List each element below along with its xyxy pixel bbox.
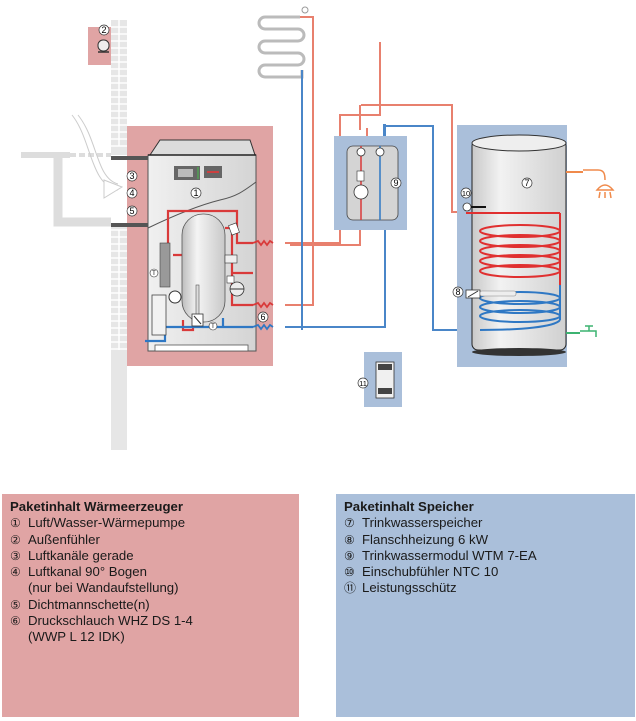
legend-item: ⑤ Dichtmannschette(n) bbox=[10, 597, 291, 613]
item-number: ⑧ bbox=[344, 532, 355, 547]
flow-meter bbox=[159, 242, 171, 288]
item-number: ⑩ bbox=[344, 565, 355, 580]
item-text: Luftkanal 90° Bogen (nur bei Wandaufstel… bbox=[28, 564, 179, 596]
legend-item: ④ Luftkanal 90° Bogen (nur bei Wandaufste… bbox=[10, 564, 291, 597]
svg-text:9: 9 bbox=[393, 178, 398, 188]
power-contactor bbox=[364, 352, 402, 407]
shower-icon bbox=[583, 169, 615, 199]
callout-3: 3 bbox=[126, 170, 138, 182]
legend-item: ⑧ Flanschheizung 6 kW bbox=[344, 532, 627, 548]
item-number: ① bbox=[10, 516, 21, 531]
svg-text:8: 8 bbox=[455, 287, 460, 297]
buffer-tank bbox=[181, 213, 226, 323]
outdoor-sensor-icon bbox=[97, 39, 110, 52]
floor-heating-coil bbox=[257, 6, 309, 330]
installation-diagram: 2 1 3 4 5 6 7 8 9 10 11 T T bbox=[21, 6, 615, 450]
svg-text:5: 5 bbox=[129, 206, 134, 216]
item-number: ③ bbox=[10, 548, 21, 563]
storage-tank bbox=[457, 125, 583, 367]
immersion-sensor-icon bbox=[462, 202, 472, 212]
callout-7: 7 bbox=[521, 177, 533, 189]
item-text: Druckschlauch WHZ DS 1-4 (WWP L 12 IDK) bbox=[28, 613, 193, 645]
callout-1: 1 bbox=[190, 187, 202, 199]
air-duct bbox=[21, 114, 149, 227]
svg-text:3: 3 bbox=[129, 171, 134, 181]
svg-text:11: 11 bbox=[359, 379, 367, 388]
svg-text:T: T bbox=[211, 324, 215, 330]
callout-5: 5 bbox=[126, 205, 138, 217]
item-text: Trinkwasserspeicher bbox=[362, 515, 483, 531]
connection-hoses bbox=[252, 239, 274, 331]
svg-text:T: T bbox=[152, 271, 156, 277]
legend-item: ② Außenfühler bbox=[10, 532, 291, 548]
legend-heat-generator: Paketinhalt Wärmeerzeuger ① Luft/Wasser-W… bbox=[2, 494, 299, 717]
item-text: Luft/Wasser-Wärmepumpe bbox=[28, 515, 186, 531]
item-number: ⑦ bbox=[344, 516, 355, 531]
item-number: ⑥ bbox=[10, 614, 21, 629]
svg-text:1: 1 bbox=[193, 188, 198, 198]
item-number: ⑪ bbox=[344, 581, 357, 596]
legend-item: ⑪ Leistungsschütz bbox=[344, 580, 627, 596]
item-text: Leistungsschütz bbox=[362, 580, 457, 596]
legend-item: ⑥ Druckschlauch WHZ DS 1-4 (WWP L 12 IDK) bbox=[10, 613, 291, 646]
callout-8: 8 bbox=[452, 286, 464, 298]
temp-sensor-callout: T bbox=[149, 268, 159, 278]
legend-title: Paketinhalt Wärmeerzeuger bbox=[10, 499, 183, 514]
item-text: Luftkanäle gerade bbox=[28, 547, 134, 563]
item-text: Trinkwassermodul WTM 7-EA bbox=[362, 547, 537, 563]
legend-item: ① Luft/Wasser-Wärmepumpe bbox=[10, 515, 291, 531]
svg-text:4: 4 bbox=[129, 188, 134, 198]
callout-4: 4 bbox=[126, 187, 138, 199]
circulation-pump-icon bbox=[168, 290, 182, 304]
electric-box bbox=[151, 294, 167, 336]
svg-text:6: 6 bbox=[260, 312, 265, 322]
legend-storage: Paketinhalt Speicher ⑦ Trinkwasserspeiche… bbox=[336, 494, 635, 717]
svg-text:2: 2 bbox=[101, 25, 106, 35]
item-text: Dichtmannschette(n) bbox=[28, 596, 150, 612]
svg-text:10: 10 bbox=[462, 189, 470, 198]
callout-10: 10 bbox=[460, 187, 472, 199]
item-number: ④ bbox=[10, 565, 21, 580]
item-text: Einschubfühler NTC 10 bbox=[362, 564, 499, 580]
item-number: ② bbox=[10, 532, 21, 547]
heat-pump-components bbox=[151, 213, 245, 336]
item-number: ⑤ bbox=[10, 597, 21, 612]
callout-9: 9 bbox=[390, 177, 402, 189]
callout-2: 2 bbox=[98, 24, 110, 36]
callout-6: 6 bbox=[257, 311, 269, 323]
cold-water-tap-icon bbox=[580, 325, 597, 337]
legend-title: Paketinhalt Speicher bbox=[344, 499, 474, 514]
callout-11: 11 bbox=[357, 377, 369, 389]
legend-item: ③ Luftkanäle gerade bbox=[10, 548, 291, 564]
legend-item: ⑨ Trinkwassermodul WTM 7-EA bbox=[344, 548, 627, 564]
item-text: Außenfühler bbox=[28, 531, 100, 547]
item-number: ⑨ bbox=[344, 548, 355, 563]
item-text: Flanschheizung 6 kW bbox=[362, 531, 489, 547]
legend-item: ⑩ Einschubfühler NTC 10 bbox=[344, 564, 627, 580]
svg-text:7: 7 bbox=[524, 178, 529, 188]
legend-item: ⑦ Trinkwasserspeicher bbox=[344, 515, 627, 531]
temp-sensor-callout: T bbox=[208, 321, 218, 331]
